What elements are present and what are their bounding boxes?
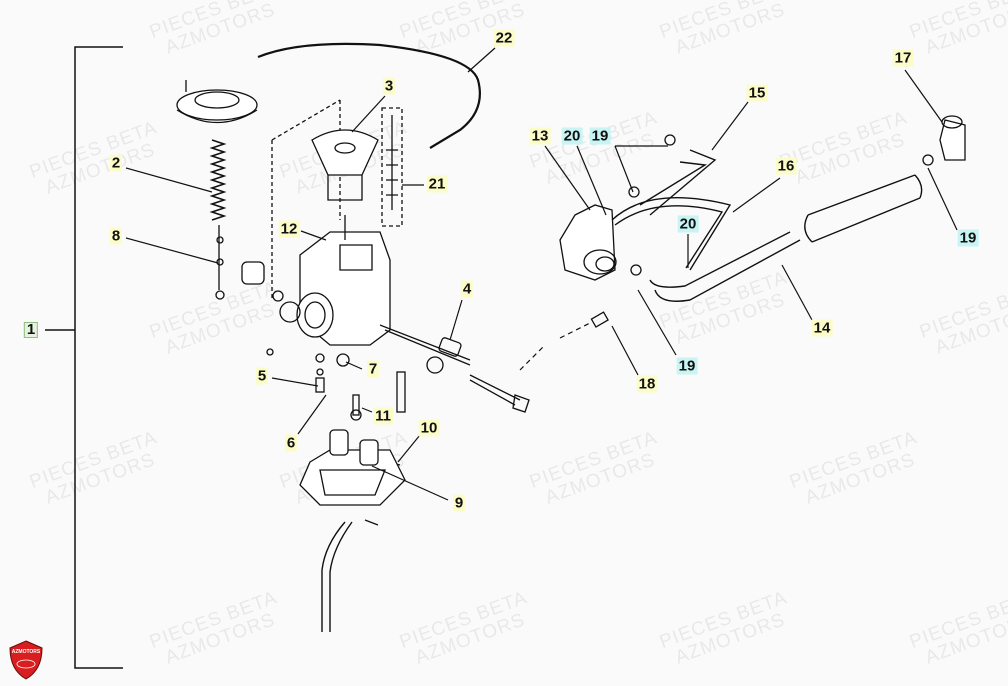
callout-5[interactable]: 5 — [255, 367, 269, 385]
float-bowl — [299, 429, 406, 526]
spring — [209, 139, 227, 221]
callout-1[interactable]: 1 — [23, 322, 39, 338]
callout-21[interactable]: 21 — [426, 175, 448, 193]
callout-10[interactable]: 10 — [418, 419, 440, 437]
callout-11[interactable]: 11 — [373, 407, 393, 425]
callout-12[interactable]: 12 — [278, 220, 300, 238]
callout-17[interactable]: 17 — [892, 49, 914, 67]
fuel-filter — [590, 311, 609, 328]
hose-clamps — [628, 134, 934, 276]
svg-text:AZMOTORS: AZMOTORS — [12, 649, 41, 655]
throttle-cable — [257, 42, 481, 149]
callout-20[interactable]: 20 — [677, 215, 699, 233]
callout-3[interactable]: 3 — [382, 77, 396, 95]
group-bracket — [45, 46, 123, 669]
callout-18[interactable]: 18 — [636, 375, 658, 393]
callout-2[interactable]: 2 — [109, 154, 123, 172]
callout-14[interactable]: 14 — [811, 319, 833, 337]
callout-16[interactable]: 16 — [775, 157, 797, 175]
callout-7[interactable]: 7 — [366, 360, 380, 378]
elbow-fitting — [939, 115, 966, 161]
fuel-hoses — [611, 149, 923, 302]
callout-9[interactable]: 9 — [452, 494, 466, 512]
drain-hose — [321, 521, 353, 632]
callout-19[interactable]: 19 — [676, 357, 698, 375]
diaphragm-cover — [176, 80, 258, 124]
fuel-pump — [559, 204, 617, 281]
callout-19[interactable]: 19 — [589, 127, 611, 145]
carburetor-body — [272, 215, 530, 413]
diaphragm — [311, 129, 379, 201]
callout-13[interactable]: 13 — [529, 127, 551, 145]
azmotors-logo: AZMOTORS — [9, 640, 43, 680]
callout-19[interactable]: 19 — [957, 229, 979, 247]
callout-4[interactable]: 4 — [460, 280, 474, 298]
callout-8[interactable]: 8 — [109, 227, 123, 245]
callout-15[interactable]: 15 — [746, 84, 768, 102]
callout-20[interactable]: 20 — [561, 127, 583, 145]
callout-6[interactable]: 6 — [284, 434, 298, 452]
callout-22[interactable]: 22 — [493, 29, 515, 47]
leader-lines — [125, 47, 958, 501]
